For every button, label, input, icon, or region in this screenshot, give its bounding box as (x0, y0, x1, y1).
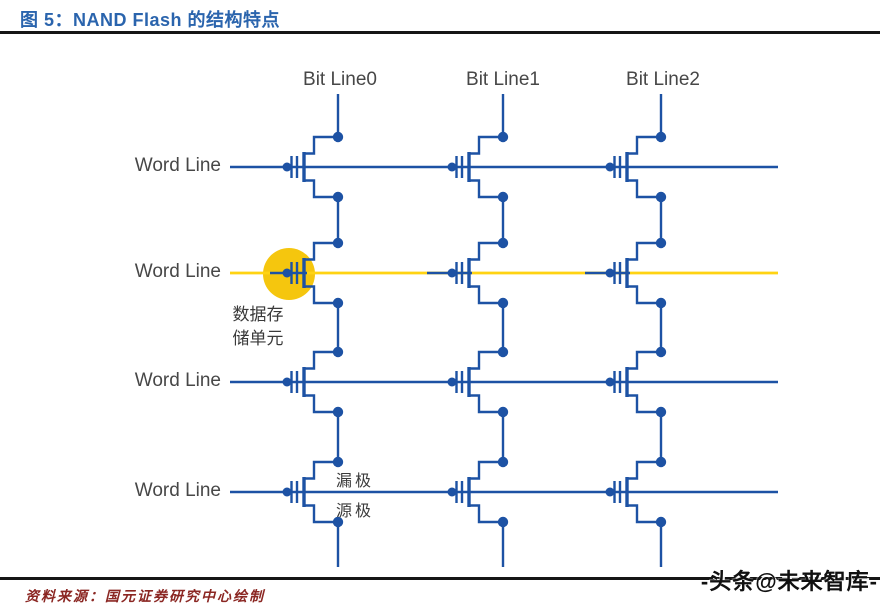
drain-junction-dot (497, 131, 509, 143)
bit-line1-label: Bit Line1 (466, 69, 540, 90)
drain-source-wire (304, 350, 338, 414)
drain-junction-dot (655, 237, 667, 249)
bit-line0-label: Bit Line0 (303, 69, 377, 90)
drain-junction-dot (497, 237, 509, 249)
storage-cell-annotation: 数据存 储单元 (220, 303, 296, 351)
drain-source-wire (627, 350, 661, 414)
source-label: 源极 (336, 501, 375, 520)
footer-divider-rule (0, 577, 880, 580)
drain-junction-dot (332, 456, 344, 468)
toutiao-watermark: -头条@未来智库- (700, 569, 878, 594)
drain-source-wire (469, 460, 503, 524)
drain-junction-dot (497, 346, 509, 358)
word-line1-label: Word Line (134, 155, 221, 176)
source-junction-dot (497, 297, 509, 309)
drain-source-wire (469, 241, 503, 305)
drain-source-wire (304, 460, 338, 524)
drain-source-wire (627, 460, 661, 524)
source-junction-dot (497, 191, 509, 203)
drain-junction-dot (655, 346, 667, 358)
drain-source-wire (469, 350, 503, 414)
drain-junction-dot (332, 237, 344, 249)
drain-junction-dot (655, 456, 667, 468)
drain-source-wire (627, 241, 661, 305)
data-source-note: 资料来源：国元证券研究中心绘制 (25, 589, 265, 605)
source-junction-dot (332, 406, 344, 418)
bit-line2-label: Bit Line2 (626, 69, 700, 90)
drain-junction-dot (497, 456, 509, 468)
source-junction-dot (497, 406, 509, 418)
gate-junction-dot (282, 268, 292, 278)
drain-source-wire (627, 135, 661, 199)
storage-cell-annotation-line1: 数据存 (232, 305, 284, 325)
gate-junction-dot (282, 377, 292, 387)
gate-junction-dot (447, 377, 457, 387)
gate-junction-dot (605, 162, 615, 172)
storage-cell-annotation-line2: 储单元 (232, 329, 284, 349)
figure-title: 图 5：NAND Flash 的结构特点 (20, 10, 281, 30)
drain-source-wire (304, 135, 338, 199)
word-line2-label: Word Line (134, 261, 221, 282)
drain-junction-dot (332, 346, 344, 358)
drain-source-wire (469, 135, 503, 199)
gate-junction-dot (447, 487, 457, 497)
source-junction-dot (497, 516, 509, 528)
source-junction-dot (332, 191, 344, 203)
source-junction-dot (655, 516, 667, 528)
gate-junction-dot (447, 162, 457, 172)
source-junction-dot (332, 516, 344, 528)
drain-source-wire (304, 241, 338, 305)
source-junction-dot (655, 297, 667, 309)
word-line4-label: Word Line (134, 480, 221, 501)
gate-junction-dot (282, 487, 292, 497)
source-junction-dot (655, 406, 667, 418)
gate-junction-dot (605, 487, 615, 497)
gate-junction-dot (282, 162, 292, 172)
source-junction-dot (655, 191, 667, 203)
title-divider-rule (0, 31, 880, 34)
gate-junction-dot (605, 377, 615, 387)
drain-source-annotation: 漏极 源极 (336, 466, 374, 526)
word-line3-label: Word Line (134, 370, 221, 391)
drain-junction-dot (655, 131, 667, 143)
gate-junction-dot (605, 268, 615, 278)
drain-label: 漏极 (336, 471, 375, 490)
source-junction-dot (332, 297, 344, 309)
drain-junction-dot (332, 131, 344, 143)
gate-junction-dot (447, 268, 457, 278)
